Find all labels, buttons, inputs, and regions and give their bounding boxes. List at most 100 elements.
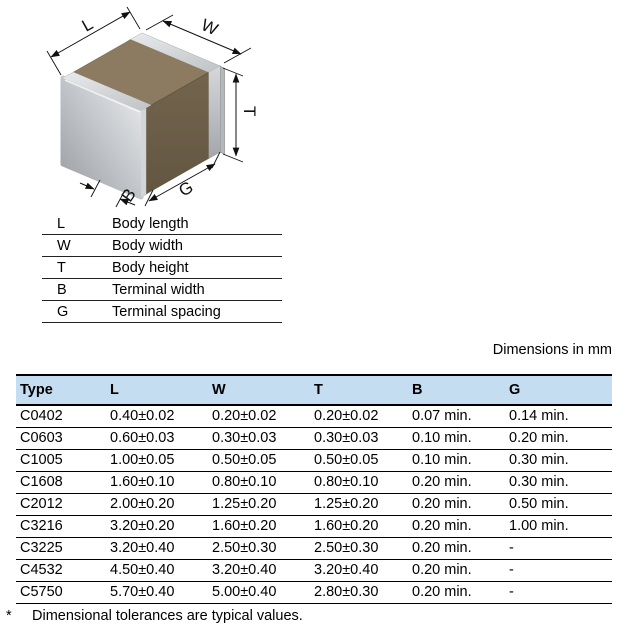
cell-value: 1.00 min. (505, 515, 612, 538)
cell-value: 2.80±0.30 (310, 581, 408, 604)
cell-type: C3216 (16, 515, 106, 538)
cell-value: 0.20±0.02 (208, 405, 310, 428)
legend-symbol: W (57, 237, 71, 254)
footnote-marker: * (6, 608, 12, 624)
legend-description: Terminal spacing (112, 303, 221, 320)
cell-value: 0.10 min. (408, 427, 505, 450)
cell-value: 3.20±0.40 (208, 559, 310, 582)
legend-symbol: G (57, 303, 69, 320)
cell-value: 0.20±0.02 (310, 405, 408, 428)
label-G: G (176, 177, 197, 200)
cell-type: C5750 (16, 581, 106, 604)
cell-type: C0603 (16, 427, 106, 450)
column-header-t: T (310, 374, 408, 406)
cell-value: 0.50 min. (505, 493, 612, 516)
cell-value: 3.20±0.20 (106, 515, 208, 538)
cell-value: - (505, 537, 612, 560)
legend-description: Body width (112, 237, 183, 254)
cell-value: 5.00±0.40 (208, 581, 310, 604)
cell-type: C0402 (16, 405, 106, 428)
cell-value: 3.20±0.40 (310, 559, 408, 582)
right-terminal-front-band (208, 66, 220, 159)
capacitor-diagram: L W T B G (46, 6, 259, 208)
legend-symbol: L (57, 215, 66, 232)
cell-value: 0.20 min. (408, 471, 505, 494)
legend-symbol: T (57, 259, 66, 276)
cell-value: 0.50±0.05 (310, 449, 408, 472)
cell-value: 0.60±0.03 (106, 427, 208, 450)
legend-row: L Body length (42, 213, 282, 235)
cell-type: C2012 (16, 493, 106, 516)
cell-value: 5.70±0.40 (106, 581, 208, 604)
cell-value: 0.20 min. (408, 537, 505, 560)
cap-right-edge (219, 65, 225, 155)
cell-value: 3.20±0.40 (106, 537, 208, 560)
left-terminal-top-band (63, 72, 152, 111)
cell-value: 1.25±0.20 (208, 493, 310, 516)
legend-row: W Body width (42, 235, 282, 257)
cell-type: C4532 (16, 559, 106, 582)
column-header-g: G (505, 374, 612, 406)
cell-value: 0.30 min. (505, 471, 612, 494)
cell-value: - (505, 559, 612, 582)
dim-W: W (145, 14, 252, 64)
cell-value: 2.00±0.20 (106, 493, 208, 516)
units-note: Dimensions in mm (492, 342, 612, 358)
column-header-w: W (208, 374, 310, 406)
footnote-text: Dimensional tolerances are typical value… (32, 608, 303, 624)
cell-value: 0.20 min. (505, 427, 612, 450)
left-terminal-front-band (141, 108, 147, 197)
cell-value: 0.20 min. (408, 581, 505, 604)
cell-value: 0.50±0.05 (208, 449, 310, 472)
column-header-l: L (106, 374, 208, 406)
cell-value: 0.20 min. (408, 493, 505, 516)
label-L: L (79, 14, 96, 35)
cell-value: 0.40±0.02 (106, 405, 208, 428)
cell-value: 0.14 min. (505, 405, 612, 428)
cell-value: 0.80±0.10 (208, 471, 310, 494)
column-header-b: B (408, 374, 505, 406)
cell-value: 0.30±0.03 (208, 427, 310, 450)
cell-value: 1.00±0.05 (106, 449, 208, 472)
cell-value: 2.50±0.30 (310, 537, 408, 560)
footnote: * Dimensional tolerances are typical val… (6, 608, 612, 624)
cell-type: C1005 (16, 449, 106, 472)
cell-value: 0.30 min. (505, 449, 612, 472)
cell-value: 2.50±0.30 (208, 537, 310, 560)
dim-T: T (222, 67, 259, 163)
label-T: T (240, 106, 259, 116)
cell-value: 1.60±0.20 (310, 515, 408, 538)
cell-value: 4.50±0.40 (106, 559, 208, 582)
cell-value: 1.60±0.10 (106, 471, 208, 494)
cell-value: - (505, 581, 612, 604)
legend-description: Terminal width (112, 281, 205, 298)
cell-type: C3225 (16, 537, 106, 560)
cell-value: 0.30±0.03 (310, 427, 408, 450)
column-header-type: Type (16, 374, 106, 406)
cell-value: 1.60±0.20 (208, 515, 310, 538)
legend-description: Body height (112, 259, 189, 276)
label-W: W (198, 15, 220, 39)
cell-value: 0.07 min. (408, 405, 505, 428)
legend-row: T Body height (42, 257, 282, 279)
cell-value: 0.10 min. (408, 449, 505, 472)
cell-type: C1608 (16, 471, 106, 494)
cell-value: 0.20 min. (408, 515, 505, 538)
legend-description: Body length (112, 215, 189, 232)
cell-value: 0.80±0.10 (310, 471, 408, 494)
